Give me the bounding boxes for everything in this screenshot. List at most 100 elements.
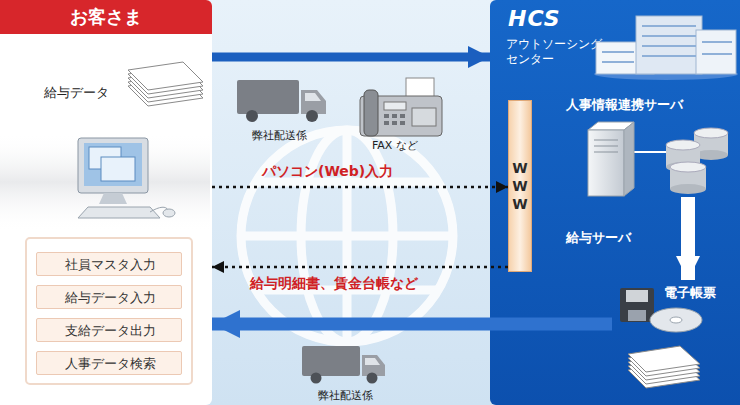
- building-symbol: [594, 16, 738, 80]
- pc-symbol: [78, 138, 175, 218]
- server-side: [624, 122, 634, 196]
- web-arrow: [212, 186, 508, 189]
- menu-item-box: 社員マスタ入力: [36, 252, 182, 276]
- center-heading: HCS: [508, 6, 561, 31]
- www-band: WWW: [508, 100, 532, 272]
- www-text: WWW: [512, 159, 528, 213]
- cd-disc: [650, 308, 702, 332]
- server-label: 給与サーバ: [566, 229, 631, 247]
- server-slot: [594, 146, 618, 147]
- server-group: 給与サーバ: [556, 226, 646, 250]
- window-row: [602, 61, 634, 63]
- server-slot: [594, 140, 618, 141]
- menu-item-text: 給与データ入力: [37, 286, 183, 310]
- building-windows: [602, 26, 732, 62]
- document-label: 電子帳票: [664, 284, 716, 302]
- menu-item-text: 社員マスタ入力: [37, 253, 183, 277]
- menu-item-box: 給与データ入力: [36, 285, 182, 309]
- truck-cargo: [237, 80, 299, 114]
- process-arrow: [681, 197, 695, 280]
- menu-item-text: 支給データ出力: [37, 319, 183, 343]
- cd-hole: [670, 317, 682, 323]
- truck-window: [305, 93, 321, 101]
- paper-sheet: [128, 62, 203, 90]
- fax-label: FAX など: [372, 138, 418, 153]
- data-label: 給与データ: [44, 84, 109, 102]
- delivery-arrow: [212, 318, 612, 331]
- floppy-disk: [620, 288, 654, 322]
- window-row: [642, 45, 696, 47]
- db-cylinder: [670, 162, 706, 194]
- fax-key: [392, 121, 397, 125]
- window-row: [702, 53, 732, 55]
- fax-key: [384, 114, 389, 118]
- fax-tray: [412, 108, 436, 126]
- building-block: [696, 30, 736, 74]
- server-label: 人事情報連携サーバ: [566, 96, 683, 114]
- menu-item-text: 人事データ検索: [37, 352, 183, 376]
- screen: [84, 143, 142, 186]
- paper-sheet: [628, 346, 700, 372]
- fax-symbol: [360, 78, 442, 136]
- database-symbol: [666, 128, 728, 194]
- truck-wheel: [367, 373, 378, 384]
- building-tower: [636, 16, 702, 74]
- server-tower: [588, 130, 624, 196]
- fax-key: [384, 121, 389, 125]
- paper-stack: [628, 346, 700, 388]
- flow-arrow: [212, 53, 490, 62]
- truck-cargo: [302, 346, 360, 376]
- globe-symbol: [241, 130, 453, 342]
- truck-label: 弊社配送係: [252, 128, 307, 143]
- db-lid: [694, 128, 728, 138]
- edge-label: 給与明細書、賃金台帳など: [250, 275, 418, 293]
- window-row: [642, 55, 696, 57]
- mouse: [163, 209, 175, 217]
- web-arrow: [212, 266, 508, 269]
- truck-wheel: [311, 373, 322, 384]
- db-base: [670, 184, 706, 194]
- server-symbol: [588, 122, 668, 196]
- server-slots: [594, 140, 618, 152]
- floppy-label: [626, 290, 648, 302]
- paper-stack: [128, 62, 203, 106]
- window-row: [642, 35, 696, 37]
- truck-wheel: [246, 110, 258, 122]
- window-row: [602, 51, 634, 53]
- media-symbol: [620, 288, 702, 332]
- fax-key: [400, 114, 405, 118]
- truck-window: [365, 358, 380, 365]
- floppy-shutter: [628, 310, 646, 321]
- server-slot: [594, 152, 618, 153]
- menu-item-box: 支給データ出力: [36, 318, 182, 342]
- window-row: [702, 41, 732, 43]
- keyboard: [78, 207, 160, 218]
- db-lid: [666, 140, 700, 150]
- fax-key: [400, 121, 405, 125]
- db-lid: [670, 162, 706, 172]
- fax-handset: [364, 90, 378, 136]
- window-row: [642, 25, 696, 27]
- fax-key: [392, 114, 397, 118]
- truck-wheel: [306, 110, 318, 122]
- menu-item-box: 人事データ検索: [36, 351, 182, 375]
- fax-keys: [384, 114, 405, 125]
- monitor: [78, 138, 148, 193]
- globe-equator: [241, 232, 453, 241]
- fax-display: [384, 102, 406, 110]
- monitor-stand: [99, 193, 127, 204]
- shade-band: [0, 132, 210, 232]
- panel-heading: お客さま: [0, 0, 212, 34]
- window: [101, 157, 135, 181]
- truck-symbol: [237, 80, 326, 122]
- truck-label: 弊社配送係: [318, 388, 373, 403]
- globe-outline: [241, 130, 453, 342]
- menu-frame: [26, 238, 192, 384]
- truck-symbol: [302, 346, 385, 384]
- edge-label: パソコン(Web)入力: [262, 163, 393, 181]
- center-subheading: アウトソーシング センター: [506, 37, 610, 67]
